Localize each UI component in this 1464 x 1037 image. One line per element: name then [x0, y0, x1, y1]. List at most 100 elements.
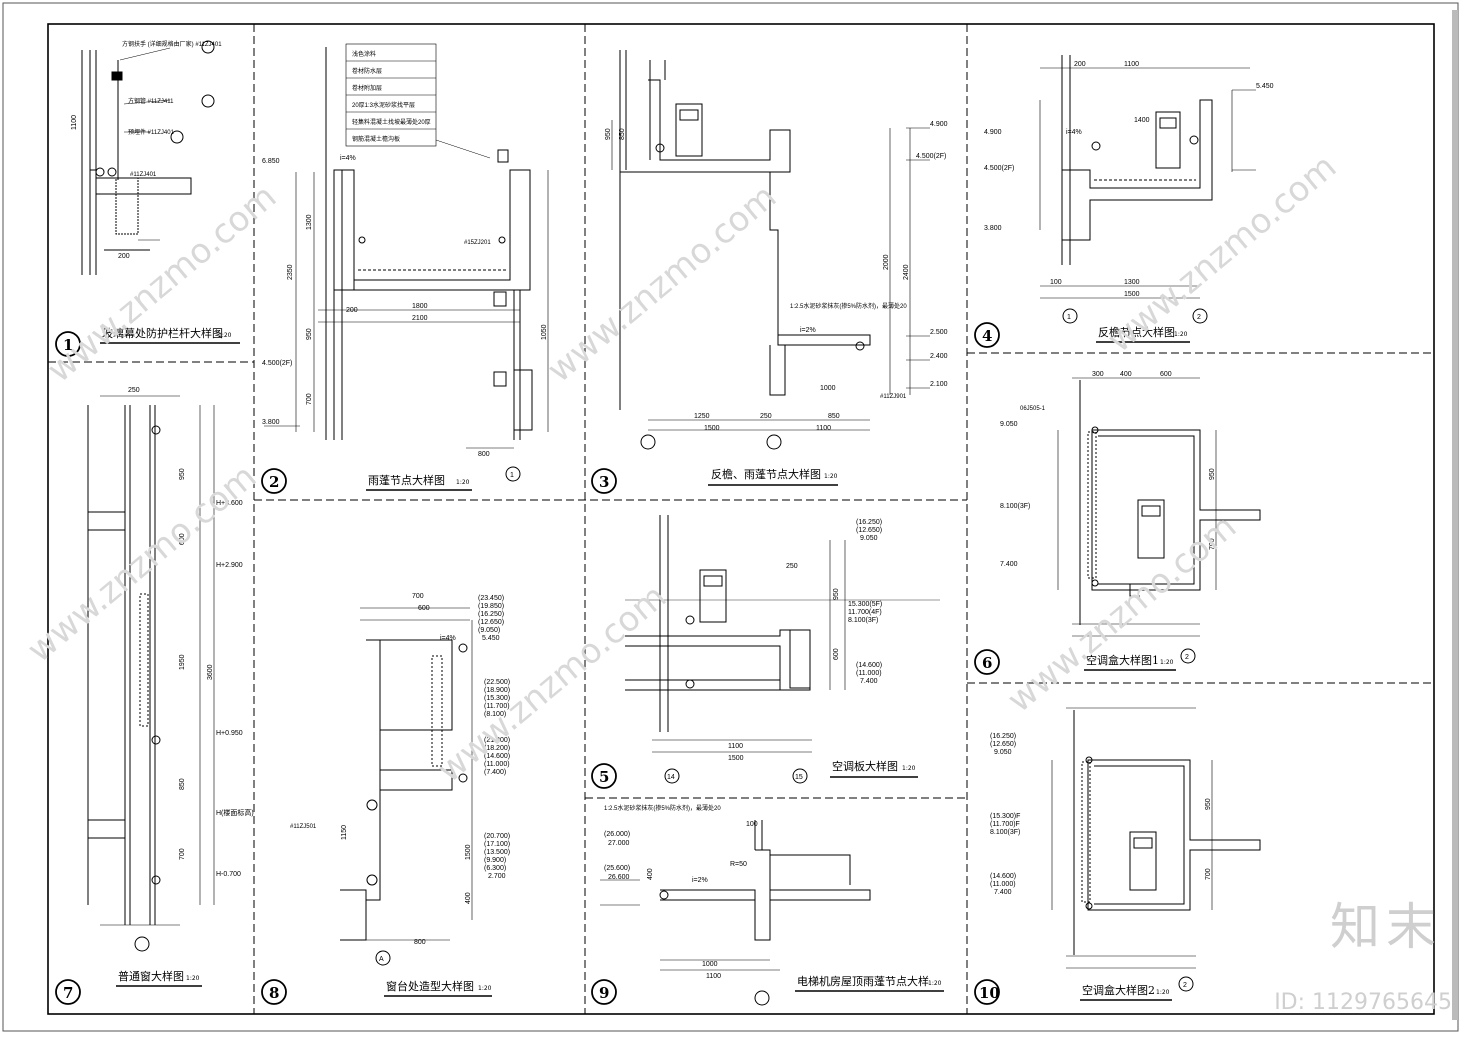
- d8-number-circle: [261, 979, 287, 1005]
- d8-elev-13500: (13.500): [484, 849, 510, 856]
- d8-elev-12650: (12.650): [478, 619, 504, 626]
- d9-note-plaster: 1:2.5水泥砂浆抹灰(掺5%防水剂)，最薄处20: [604, 804, 721, 812]
- d5-dim-600: 600: [833, 648, 840, 660]
- d9-elev-27000: 27.000: [608, 840, 630, 847]
- d6-dim-600: 600: [1160, 371, 1172, 378]
- d3-title: 反檐、雨蓬节点大样图: [711, 467, 821, 481]
- d6-axis-2: 2: [1185, 654, 1189, 661]
- d10-dim-700: 700: [1205, 868, 1212, 880]
- d7-dim-1950: 1950: [179, 654, 186, 670]
- d3-note-plaster: 1:2.5水泥砂浆抹灰(掺5%防水剂)，最薄处20: [790, 302, 907, 310]
- d2-dim-1800: 1800: [412, 303, 428, 310]
- d4-title: 反檐节点大样图: [1098, 325, 1175, 339]
- d8-elev-9050: (9.050): [478, 627, 500, 634]
- d1-note-railing: 方钢扶手 (详细规格由厂家) #11ZJ401: [122, 40, 222, 48]
- d4-dim-1100: 1100: [1124, 61, 1139, 68]
- d8-elev-18200: (18.200): [484, 745, 510, 752]
- d4-slope: i=4%: [1066, 129, 1082, 136]
- d6-number: 6: [982, 654, 992, 672]
- d9-dim-400: 400: [647, 868, 654, 880]
- d2-dim-2350: 2350: [287, 264, 294, 280]
- d6-number-circle: [974, 649, 1000, 675]
- d4-elev-5450: 5.450: [1256, 83, 1274, 90]
- d8-elev-18900: (18.900): [484, 687, 510, 694]
- d5-title: 空调板大样图: [832, 759, 898, 773]
- d8-elev-9900: (9.900): [484, 857, 506, 864]
- d3-number-circle: [591, 468, 617, 494]
- d2-dim-800: 800: [478, 451, 490, 458]
- d9-number: 9: [599, 984, 609, 1002]
- panel-dividers: [48, 24, 1434, 1014]
- d3-scale: 1:20: [824, 473, 838, 480]
- d7-elev-h0950: H+0.950: [216, 730, 243, 737]
- d4-elev-3800: 3.800: [984, 225, 1002, 232]
- d8-axis-a: A: [379, 956, 384, 963]
- d1-title: 玻璃幕处防护栏杆大样图: [102, 326, 223, 340]
- d2-layer-4: 20厚1:3水泥砂浆找平层: [352, 101, 415, 109]
- d6-dim-400: 400: [1120, 371, 1132, 378]
- d4-dim-1500: 1500: [1124, 291, 1140, 298]
- d6-elev-8100: 8.100(3F): [1000, 503, 1030, 510]
- d6-elev-9050: 9.050: [1000, 421, 1018, 428]
- d8-elev-19850: (19.850): [478, 603, 504, 610]
- d6-scale: 1:20: [1160, 659, 1174, 666]
- d2-number: 2: [269, 473, 279, 491]
- d4-elev-4500: 4.500(2F): [984, 165, 1014, 172]
- d9-scale: 1:20: [928, 980, 942, 987]
- d10-title: 空调盒大样图2: [1082, 983, 1155, 997]
- d3-elev-2400: 2.400: [930, 353, 948, 360]
- d3-dim-2000: 2000: [883, 254, 890, 270]
- d3-dim-250: 250: [760, 413, 772, 420]
- d8-dim-1150: 1150: [341, 825, 348, 840]
- d5-axis-14: 14: [667, 774, 675, 781]
- d5-elev-14600: (14.600): [856, 662, 882, 669]
- ref-note-5: #11ZJ501: [290, 824, 317, 830]
- d3-dim-850: 850: [828, 413, 840, 420]
- d2-dim-950: 950: [306, 328, 313, 340]
- d5-dim-950: 950: [833, 588, 840, 600]
- d9-dim-1000: 1000: [702, 961, 718, 968]
- d2-dim-1050: 1050: [541, 324, 548, 340]
- d8-elev-15300: (15.300): [484, 695, 510, 702]
- d9-elev-25600: (25.600): [604, 865, 630, 872]
- d8-dim-600: 600: [418, 605, 430, 612]
- d8-elev-6300: (6.300): [484, 865, 506, 872]
- d2-layer-2: 卷材防水层: [352, 67, 382, 75]
- d8-number: 8: [269, 984, 279, 1002]
- sheet-scrollbar[interactable]: [1452, 10, 1458, 1020]
- d5-elev-9050: 9.050: [860, 535, 878, 542]
- d10-elev-11700: (11.700)F: [990, 821, 1020, 828]
- d2-layer-3: 卷材附加层: [352, 84, 382, 92]
- detail-4-drawing: [1039, 55, 1256, 324]
- d2-layer-1: 浅色涂料: [352, 50, 376, 58]
- d10-axis-2: 2: [1183, 982, 1187, 989]
- d3-dim-2400: 2400: [903, 264, 910, 280]
- d5-elev-11000: (11.000): [856, 670, 882, 677]
- ref-note-2: #15ZJ201: [464, 240, 491, 246]
- d8-scale: 1:20: [478, 985, 492, 992]
- d6-elev-7400: 7.400: [1000, 561, 1018, 568]
- d4-dim-200: 200: [1074, 61, 1086, 68]
- d7-dim-700: 700: [179, 848, 186, 860]
- d8-slope: i=4%: [440, 635, 456, 642]
- d8-dim-800: 800: [414, 939, 426, 946]
- brand-id: ID: 1129765645: [1274, 990, 1452, 1015]
- d4-axis-2: 2: [1197, 314, 1201, 321]
- d4-dim-100: 100: [1050, 279, 1062, 286]
- d10-elev-15300: (15.300)F: [990, 813, 1020, 820]
- d4-number-circle: [974, 322, 1000, 348]
- d8-elev-20700: (20.700): [484, 833, 510, 840]
- d3-dim-1000: 1000: [820, 385, 836, 392]
- d5-number: 5: [599, 768, 609, 786]
- d10-elev-16250: (16.250): [990, 733, 1016, 740]
- d3-elev-4500: 4.500(2F): [916, 153, 946, 160]
- d10-elev-12650: (12.650): [990, 741, 1016, 748]
- d7-dim-950: 950: [179, 468, 186, 480]
- d8-elev-14600: (14.600): [484, 753, 510, 760]
- d9-elev-26000: (26.000): [604, 831, 630, 838]
- d8-elev-5450: 5.450: [482, 635, 500, 642]
- d2-dim-200: 200: [346, 307, 358, 314]
- d1-dim-1100: 1100: [71, 115, 78, 130]
- d8-elev-17100: (17.100): [484, 841, 510, 848]
- detail-2-drawing: [264, 43, 549, 482]
